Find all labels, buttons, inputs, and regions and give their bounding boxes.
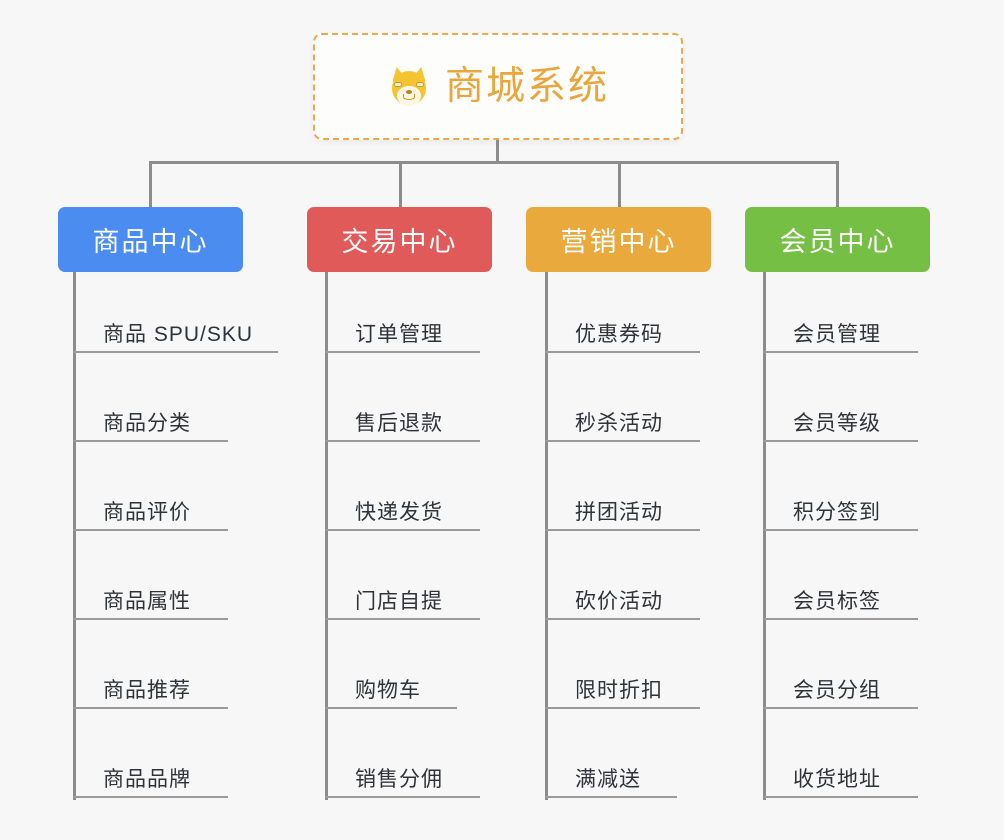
category-box-0[interactable]: 商品中心 [58,207,243,272]
leaf-item-2-0[interactable]: 优惠券码 [545,305,700,353]
leaf-label-3-3: 会员标签 [793,590,881,613]
category-label-2: 营销中心 [560,227,677,257]
leaf-label-3-5: 收货地址 [793,768,881,791]
shiba-dog-face-icon [387,63,431,111]
leaf-label-1-1: 售后退款 [355,412,443,435]
category-label-0: 商品中心 [92,227,209,257]
leaf-label-0-1: 商品分类 [103,412,191,435]
leaf-item-0-3[interactable]: 商品属性 [73,572,228,620]
leaf-item-2-2[interactable]: 拼团活动 [545,483,700,531]
leaf-item-1-2[interactable]: 快递发货 [325,483,480,531]
leaf-label-1-3: 门店自提 [355,590,443,613]
leaf-item-0-2[interactable]: 商品评价 [73,483,228,531]
leaf-label-1-0: 订单管理 [355,323,443,346]
connector-drop-3 [618,161,621,208]
category-label-1: 交易中心 [341,227,458,257]
leaf-label-0-5: 商品品牌 [103,768,191,791]
leaf-item-3-5[interactable]: 收货地址 [763,750,918,798]
category-box-1[interactable]: 交易中心 [307,207,492,272]
leaf-item-0-4[interactable]: 商品推荐 [73,661,228,709]
category-label-3: 会员中心 [779,227,896,257]
leaf-item-3-2[interactable]: 积分签到 [763,483,918,531]
column-spine-3 [763,272,766,800]
leaf-item-2-5[interactable]: 满减送 [545,750,677,798]
leaf-label-0-3: 商品属性 [103,590,191,613]
leaf-label-2-0: 优惠券码 [575,323,663,346]
leaf-label-2-5: 满减送 [575,768,641,791]
leaf-label-2-2: 拼团活动 [575,501,663,524]
connector-root-stem [496,140,499,164]
leaf-label-0-4: 商品推荐 [103,679,191,702]
leaf-label-3-0: 会员管理 [793,323,881,346]
leaf-label-0-0: 商品 SPU/SKU [103,323,254,346]
leaf-label-1-4: 购物车 [355,679,421,702]
leaf-item-1-5[interactable]: 销售分佣 [325,750,480,798]
leaf-item-1-4[interactable]: 购物车 [325,661,457,709]
connector-drop-4 [836,161,839,208]
connector-horizontal-bus [149,161,839,164]
leaf-label-2-1: 秒杀活动 [575,412,663,435]
leaf-label-3-2: 积分签到 [793,501,881,524]
leaf-label-3-4: 会员分组 [793,679,881,702]
column-spine-1 [325,272,328,800]
leaf-item-3-3[interactable]: 会员标签 [763,572,918,620]
leaf-item-3-4[interactable]: 会员分组 [763,661,918,709]
leaf-label-2-4: 限时折扣 [575,679,663,702]
leaf-label-1-2: 快递发货 [355,501,443,524]
leaf-item-3-1[interactable]: 会员等级 [763,394,918,442]
leaf-label-1-5: 销售分佣 [355,768,443,791]
leaf-item-2-3[interactable]: 砍价活动 [545,572,700,620]
leaf-item-0-0[interactable]: 商品 SPU/SKU [73,305,278,353]
leaf-item-2-4[interactable]: 限时折扣 [545,661,700,709]
connector-drop-1 [149,161,152,208]
root-node[interactable]: 商城系统 [313,33,683,140]
leaf-item-0-5[interactable]: 商品品牌 [73,750,228,798]
leaf-item-1-1[interactable]: 售后退款 [325,394,480,442]
leaf-item-3-0[interactable]: 会员管理 [763,305,918,353]
leaf-label-0-2: 商品评价 [103,501,191,524]
root-title: 商城系统 [444,65,609,108]
column-spine-0 [73,272,76,800]
leaf-item-1-0[interactable]: 订单管理 [325,305,480,353]
category-box-3[interactable]: 会员中心 [745,207,930,272]
connector-drop-2 [399,161,402,208]
category-box-2[interactable]: 营销中心 [526,207,711,272]
leaf-label-2-3: 砍价活动 [575,590,663,613]
leaf-item-2-1[interactable]: 秒杀活动 [545,394,700,442]
leaf-label-3-1: 会员等级 [793,412,881,435]
leaf-item-0-1[interactable]: 商品分类 [73,394,228,442]
column-spine-2 [545,272,548,800]
leaf-item-1-3[interactable]: 门店自提 [325,572,480,620]
